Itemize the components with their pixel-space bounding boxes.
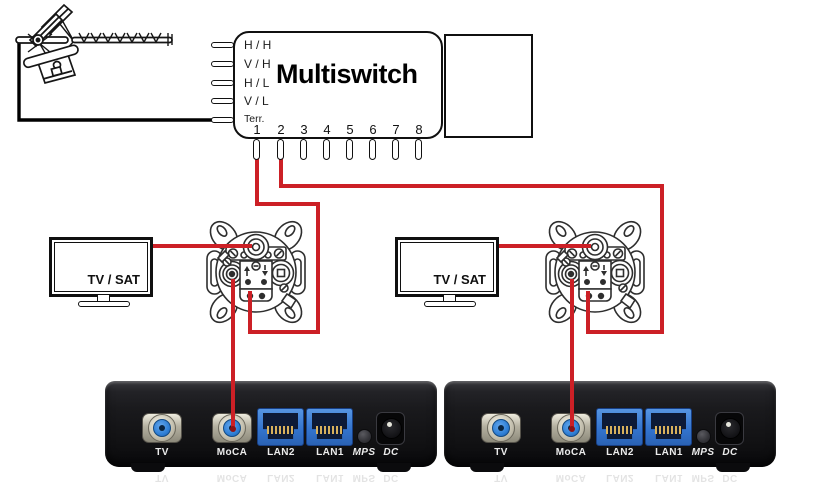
output-number-7: 7 bbox=[392, 122, 400, 137]
multiswitch-title: Multiswitch bbox=[276, 59, 418, 89]
reflection: TV MoCA LAN2 LAN1 MPS DC bbox=[155, 472, 399, 483]
output-number-2: 2 bbox=[277, 122, 285, 137]
tv-left: TV / SAT bbox=[49, 237, 153, 307]
port-label-tv: TV bbox=[155, 447, 169, 458]
terrestrial-antenna-icon bbox=[15, 3, 173, 85]
adapter-foot bbox=[131, 463, 165, 472]
moca-adapter-left: TV MoCA LAN2 LAN1 MPS DC TV MoCA LAN2 LA… bbox=[105, 381, 437, 483]
tv-stand-base bbox=[424, 301, 476, 307]
tv-screen: TV / SAT bbox=[400, 242, 494, 292]
output-stub-7 bbox=[392, 139, 399, 160]
wall-outlet-right bbox=[543, 215, 647, 329]
port-label-moca: MoCA bbox=[555, 447, 587, 458]
moca-adapter-right: TV MoCA LAN2 LAN1 MPS DC TV MoCA LAN2 LA… bbox=[444, 381, 776, 483]
output-stub-4 bbox=[323, 139, 330, 160]
port-label-lan1: LAN1 bbox=[655, 447, 683, 458]
output-stub-6 bbox=[369, 139, 376, 160]
dc-jack bbox=[376, 412, 405, 445]
lan1-port bbox=[306, 408, 353, 446]
tv-screen: TV / SAT bbox=[54, 242, 148, 292]
lan2-port bbox=[596, 408, 643, 446]
adapter-foot bbox=[377, 463, 411, 472]
mps-button bbox=[696, 429, 711, 444]
output-number-8: 8 bbox=[415, 122, 423, 137]
tv-coax-port bbox=[140, 410, 184, 446]
port-label-lan1: LAN1 bbox=[316, 447, 344, 458]
port-label-dc: DC bbox=[383, 447, 399, 458]
input-stub-hl bbox=[211, 80, 234, 86]
output-number-6: 6 bbox=[369, 122, 377, 137]
mps-button bbox=[357, 429, 372, 444]
port-label-lan2: LAN2 bbox=[267, 447, 295, 458]
spare-box bbox=[444, 34, 533, 138]
reflection: TV MoCA LAN2 LAN1 MPS DC bbox=[494, 472, 738, 483]
tv-label: TV / SAT bbox=[433, 272, 486, 287]
output-stub-3 bbox=[300, 139, 307, 160]
input-label-terr: Terr. bbox=[244, 113, 265, 125]
output-stub-2 bbox=[277, 139, 284, 160]
input-label-vh: V / H bbox=[244, 57, 271, 71]
lan2-port bbox=[257, 408, 304, 446]
output-stub-1 bbox=[253, 139, 260, 160]
input-label-hl: H / L bbox=[244, 76, 270, 90]
dc-jack bbox=[715, 412, 744, 445]
output-number-4: 4 bbox=[323, 122, 331, 137]
cable-output1-to-outlet-left bbox=[248, 159, 320, 334]
output-stub-8 bbox=[415, 139, 422, 160]
tv-stand-base bbox=[78, 301, 130, 307]
moca-coax-port bbox=[549, 410, 593, 446]
lan1-port bbox=[645, 408, 692, 446]
output-number-3: 3 bbox=[300, 122, 308, 137]
multiswitch-box: Multiswitch H / H V / H H / L V / L Terr… bbox=[233, 31, 443, 139]
output-number-1: 1 bbox=[253, 122, 261, 137]
moca-coax-port bbox=[210, 410, 254, 446]
terrestrial-cable bbox=[17, 42, 221, 122]
tv-right: TV / SAT bbox=[395, 237, 499, 307]
wall-outlet-left bbox=[204, 215, 308, 329]
input-label-vl: V / L bbox=[244, 94, 269, 108]
port-label-mps: MPS bbox=[691, 447, 715, 458]
output-stub-5 bbox=[346, 139, 353, 160]
input-stub-hh bbox=[211, 42, 234, 48]
input-stub-terr bbox=[211, 117, 234, 123]
tv-coax-port bbox=[479, 410, 523, 446]
port-label-lan2: LAN2 bbox=[606, 447, 634, 458]
input-stub-vl bbox=[211, 98, 234, 104]
adapter-foot bbox=[716, 463, 750, 472]
adapter-foot bbox=[470, 463, 504, 472]
port-label-moca: MoCA bbox=[216, 447, 248, 458]
output-number-5: 5 bbox=[346, 122, 354, 137]
port-label-dc: DC bbox=[722, 447, 738, 458]
tv-label: TV / SAT bbox=[87, 272, 140, 287]
port-label-mps: MPS bbox=[352, 447, 376, 458]
input-label-hh: H / H bbox=[244, 38, 272, 52]
input-stub-vh bbox=[211, 61, 234, 67]
port-label-tv: TV bbox=[494, 447, 508, 458]
